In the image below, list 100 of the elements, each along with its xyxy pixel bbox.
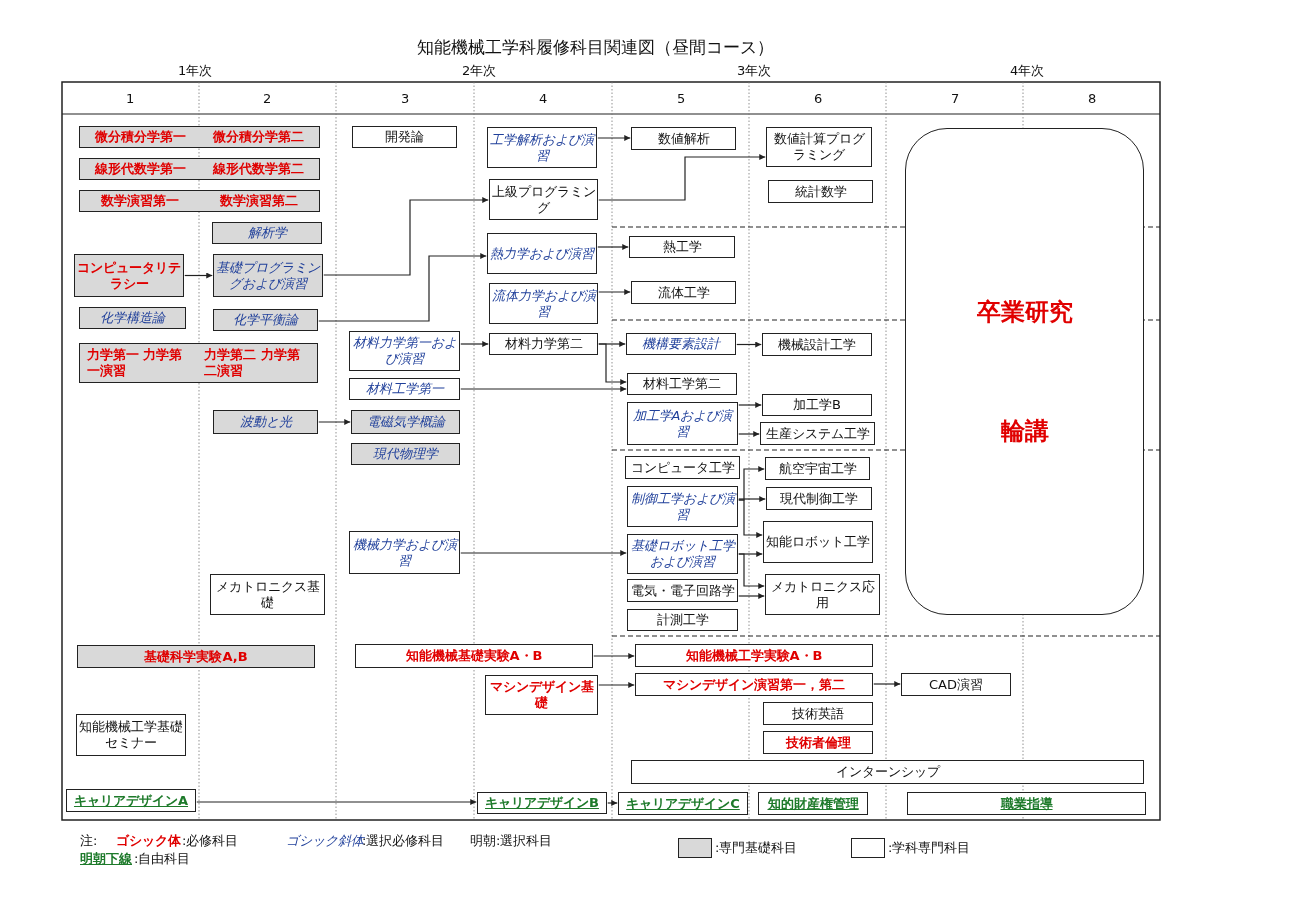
course-name: 機構要素設計 <box>642 336 720 352</box>
legend-label: :学科専門科目 <box>888 839 971 857</box>
course-box <box>760 422 875 445</box>
course-box <box>79 343 318 383</box>
course-name: 熱力学および演習 <box>490 245 594 262</box>
arrow <box>738 593 765 599</box>
course-name: 線形代数学第一 <box>94 161 186 177</box>
course-name: 線形代数学第二 <box>213 161 305 177</box>
course-box <box>349 378 460 400</box>
column-number: 7 <box>951 91 960 106</box>
arrow <box>736 341 762 348</box>
course-box <box>631 281 736 304</box>
course-name: 開発論 <box>385 129 424 145</box>
course-name: 力学第一 力学第一演習 <box>86 347 184 379</box>
course-box <box>79 190 320 212</box>
course-box <box>213 410 318 434</box>
course-box <box>907 792 1146 815</box>
course-name: 基礎プログラミングおよび演習 <box>215 259 321 292</box>
course-name: メカトロニクス基礎 <box>214 578 321 611</box>
column-number: 4 <box>539 91 548 106</box>
year-label: 1年次 <box>178 62 213 80</box>
course-name: 加工学B <box>793 397 841 413</box>
arrow <box>318 419 351 425</box>
column-number: 2 <box>263 91 272 106</box>
course-name: 機械設計工学 <box>778 336 856 353</box>
course-box <box>765 457 870 480</box>
course-name: インターンシップ <box>835 764 940 780</box>
course-box <box>352 126 457 148</box>
column-number: 3 <box>401 91 410 106</box>
arrow <box>460 386 627 392</box>
course-name: 航空宇宙工学 <box>778 460 857 477</box>
course-name: 材料力学第一および演習 <box>351 335 458 367</box>
arrow <box>738 499 763 538</box>
course-box <box>66 789 196 812</box>
year-label: 4年次 <box>1010 62 1045 80</box>
year-label: 2年次 <box>462 62 497 80</box>
course-name: 制御工学および演習 <box>629 490 736 523</box>
arrow <box>323 197 489 276</box>
course-box <box>627 373 737 395</box>
course-name: 化学平衡論 <box>233 312 298 328</box>
course-name: 基礎科学実験A,B <box>144 648 248 665</box>
course-box <box>213 309 318 331</box>
course-name: 技術英語 <box>792 705 844 722</box>
column-number: 1 <box>126 91 135 106</box>
course-box <box>763 702 873 725</box>
arrow <box>738 553 765 589</box>
course-box <box>79 126 320 148</box>
course-box <box>355 644 593 668</box>
course-name: コンピュータ工学 <box>630 459 735 476</box>
course-box <box>763 731 873 754</box>
course-name: CAD演習 <box>929 676 983 693</box>
course-name: 数学演習第一 <box>101 193 180 209</box>
arrow <box>196 799 477 805</box>
course-name: 微分積分学第二 <box>213 129 305 145</box>
course-box <box>766 487 872 510</box>
legend-label: :専門基礎科目 <box>715 839 798 857</box>
arrow <box>607 800 618 806</box>
course-box <box>627 609 738 631</box>
arrow <box>738 402 762 408</box>
course-name: 工学解析および演習 <box>489 131 595 164</box>
course-name: 流体工学 <box>657 284 710 301</box>
course-box <box>768 180 873 203</box>
course-name: 数値解析 <box>657 130 710 147</box>
arrow <box>460 550 627 556</box>
course-name: 数値計算プログラミング <box>772 131 866 163</box>
course-name: マシンデザイン演習第一，第二 <box>663 676 845 693</box>
arrow <box>598 682 635 688</box>
course-name: 材料工学第二 <box>643 376 721 392</box>
course-name: 知能機械工学基礎セミナー <box>78 719 184 751</box>
course-name: 基礎ロボット工学および演習 <box>629 538 736 570</box>
rounded-box <box>905 128 1144 615</box>
course-box <box>766 127 872 167</box>
arrow <box>184 272 213 279</box>
course-name: 計測工学 <box>656 612 709 628</box>
column-number: 6 <box>814 91 823 106</box>
course-box <box>631 760 1144 784</box>
course-name: 電気・電子回路学 <box>630 582 735 599</box>
course-box <box>626 333 736 355</box>
course-name: 波動と光 <box>239 414 292 430</box>
course-box <box>79 307 186 329</box>
column-number: 8 <box>1088 91 1097 106</box>
course-box <box>763 521 873 563</box>
course-box <box>212 222 322 244</box>
arrow <box>593 653 635 659</box>
course-name: マシンデザイン基礎 <box>488 679 595 711</box>
note-label: :必修科目 <box>182 832 239 850</box>
course-name: 職業指導 <box>1000 795 1053 812</box>
course-name: メカトロニクス応用 <box>769 578 876 611</box>
year-label: 3年次 <box>737 62 772 80</box>
column-number: 5 <box>677 91 686 106</box>
course-name: 数学演習第二 <box>219 193 298 209</box>
course-name: 化学構造論 <box>100 310 165 326</box>
course-box <box>762 394 872 416</box>
note-label: 明朝下線 <box>80 850 132 868</box>
course-box <box>901 673 1011 696</box>
course-box <box>477 792 607 814</box>
course-name: 加工学Aおよび演習 <box>631 407 735 440</box>
arrow <box>318 253 487 322</box>
course-name: 現代制御工学 <box>780 490 858 507</box>
course-name: 知能機械基礎実験A・B <box>405 648 543 664</box>
